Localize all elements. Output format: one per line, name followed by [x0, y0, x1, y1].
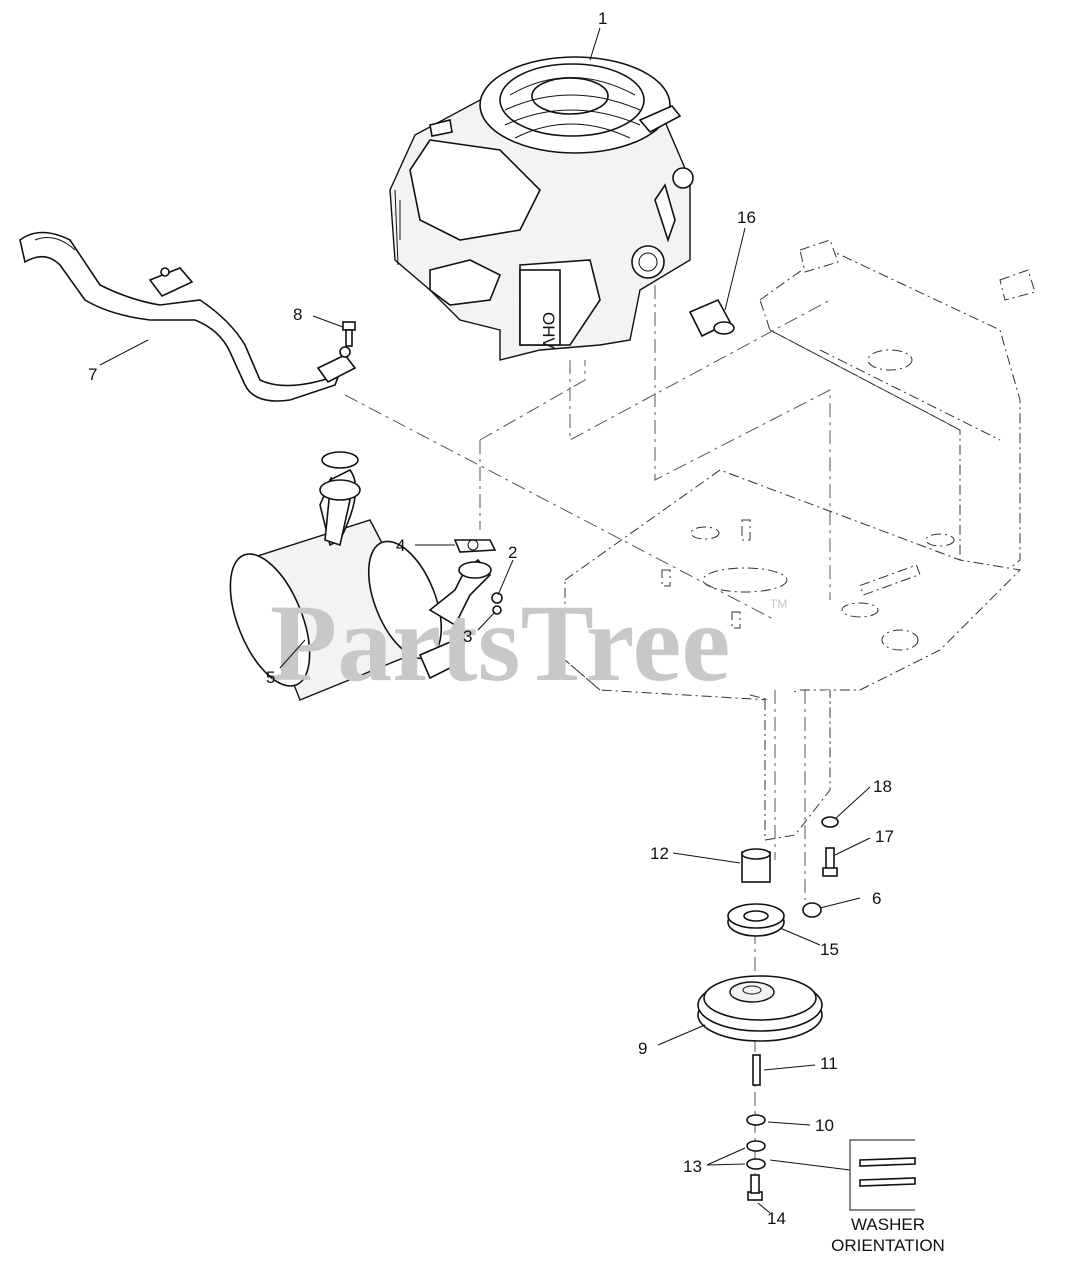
callout-17: 17: [875, 827, 894, 846]
bolt-8: [342, 321, 356, 347]
washer-orientation-line2: ORIENTATION: [831, 1236, 945, 1255]
bearing-15: [727, 903, 785, 937]
spark-plug-boot: [688, 298, 735, 338]
washer-orientation-inset: WASHER ORIENTATION: [769, 1139, 945, 1255]
exhaust-gasket: [453, 539, 497, 553]
callout-4: 4: [396, 536, 405, 555]
callout-7: 7: [88, 365, 97, 384]
washers-13: [746, 1140, 766, 1170]
callout-13: 13: [683, 1157, 702, 1176]
nuts-2-3: [491, 592, 503, 615]
exhaust-pipe-guard: [19, 231, 357, 402]
callout-5: 5: [266, 668, 275, 687]
callout-12: 12: [650, 844, 669, 863]
washer-10: [746, 1114, 766, 1126]
callout-18: 18: [873, 777, 892, 796]
callout-6: 6: [872, 889, 881, 908]
washer-18: [821, 816, 839, 828]
callout-16: 16: [737, 208, 756, 227]
nut-6: [802, 902, 822, 918]
leader-lines: [99, 27, 871, 1214]
chassis-frame: [564, 239, 1036, 841]
watermark-trademark: TM: [770, 597, 787, 611]
callout-3: 3: [463, 627, 472, 646]
callout-9: 9: [638, 1039, 647, 1058]
watermark-text: PartsTree: [270, 582, 730, 704]
callout-1: 1: [598, 9, 607, 28]
callout-15: 15: [820, 940, 839, 959]
callouts: 1 2 3 4 5 6 7 8 9 10 11 12 13 14 15 16 1…: [88, 9, 894, 1228]
bolt-17: [822, 847, 838, 877]
callout-11: 11: [820, 1054, 838, 1073]
engine: OHV: [389, 56, 694, 361]
key-11: [752, 1054, 761, 1086]
callout-8: 8: [293, 305, 302, 324]
callout-10: 10: [815, 1116, 834, 1135]
pulley-9: [697, 975, 823, 1042]
bushing-12: [741, 848, 771, 883]
watermark: PartsTree TM: [270, 582, 787, 704]
washer-orientation-line1: WASHER: [851, 1215, 925, 1234]
bolt-14: [747, 1174, 763, 1201]
callout-2: 2: [508, 543, 517, 562]
callout-14: 14: [767, 1209, 786, 1228]
engine-badge: OHV: [539, 312, 558, 350]
muffler: [229, 451, 492, 701]
